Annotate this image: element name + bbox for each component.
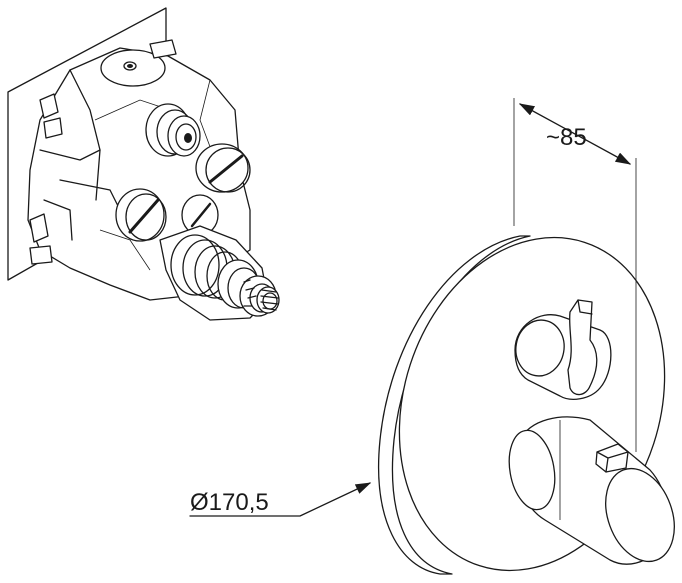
top-cap — [100, 49, 166, 87]
lower-plug-screw — [115, 188, 167, 242]
thermostat-handle — [508, 416, 675, 565]
upper-plug-screw — [195, 143, 251, 193]
diverter-handle — [514, 299, 612, 400]
upper-coupling — [145, 103, 201, 157]
depth-dimension-label: ~85 — [546, 124, 587, 151]
cartridge-spindle — [159, 225, 280, 321]
concealed-valve-body — [7, 7, 280, 321]
diameter-dimension-label: Ø170,5 — [190, 489, 269, 516]
diameter-dimension: Ø170,5 — [189, 482, 372, 517]
trim-assembly — [378, 235, 675, 575]
depth-dimension: ~85 — [513, 98, 637, 452]
